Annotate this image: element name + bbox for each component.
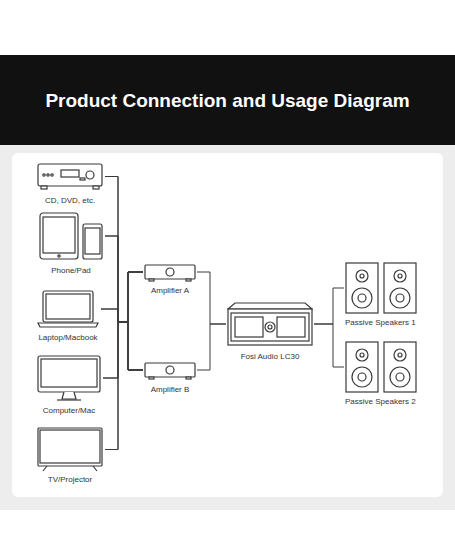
title: Product Connection and Usage Diagram xyxy=(0,90,455,112)
cd-icon xyxy=(37,163,103,190)
amp-icon xyxy=(144,360,196,380)
laptop-node: Laptop/Macbook xyxy=(37,290,99,343)
audio-connector xyxy=(105,177,143,323)
laptop-icon xyxy=(37,290,99,328)
tv-icon xyxy=(37,427,103,472)
amplifier-node: Amplifier A xyxy=(144,262,196,296)
audio-connector xyxy=(197,272,226,324)
audio-connector xyxy=(197,324,226,370)
audio-connector xyxy=(105,236,143,370)
spk-icon xyxy=(345,341,417,393)
amp-icon xyxy=(144,262,196,282)
node-label: Phone/Pad xyxy=(39,266,103,276)
node-label: Amplifier B xyxy=(144,385,196,395)
cd-player-node: CD, DVD, etc. xyxy=(37,163,103,206)
node-label: Computer/Mac xyxy=(37,406,101,416)
computer-node: Computer/Mac xyxy=(37,355,101,416)
node-label: TV/Projector xyxy=(37,475,103,485)
audio-connector xyxy=(103,272,143,378)
phone-pad-node: Phone/Pad xyxy=(39,212,103,276)
header-band: Product Connection and Usage Diagram xyxy=(0,55,455,145)
node-label: Fosi Audio LC30 xyxy=(227,352,313,362)
node-label: Amplifier A xyxy=(144,286,196,296)
switcher-node: Fosi Audio LC30 xyxy=(227,302,313,362)
audio-connector xyxy=(105,272,143,450)
audio-connector xyxy=(105,322,143,450)
node-label: Passive Speakers 1 xyxy=(345,318,417,328)
white-panel xyxy=(12,153,443,497)
lc30-icon xyxy=(227,302,313,346)
audio-connector xyxy=(314,324,344,367)
speakers-node: Passive Speakers 2 xyxy=(345,341,417,407)
node-label: Passive Speakers 2 xyxy=(345,397,417,407)
pad-icon xyxy=(39,212,103,260)
node-label: CD, DVD, etc. xyxy=(37,196,103,206)
amplifier-node: Amplifier B xyxy=(144,360,196,395)
audio-connector xyxy=(105,177,143,371)
tv-node: TV/Projector xyxy=(37,427,103,485)
audio-connector xyxy=(101,272,143,322)
node-label: Laptop/Macbook xyxy=(37,333,99,343)
grey-ground xyxy=(0,145,455,510)
monitor-icon xyxy=(37,355,101,401)
audio-connector xyxy=(101,309,143,370)
audio-connector xyxy=(314,288,344,324)
spk-icon xyxy=(345,262,417,314)
speakers-node: Passive Speakers 1 xyxy=(345,262,417,328)
